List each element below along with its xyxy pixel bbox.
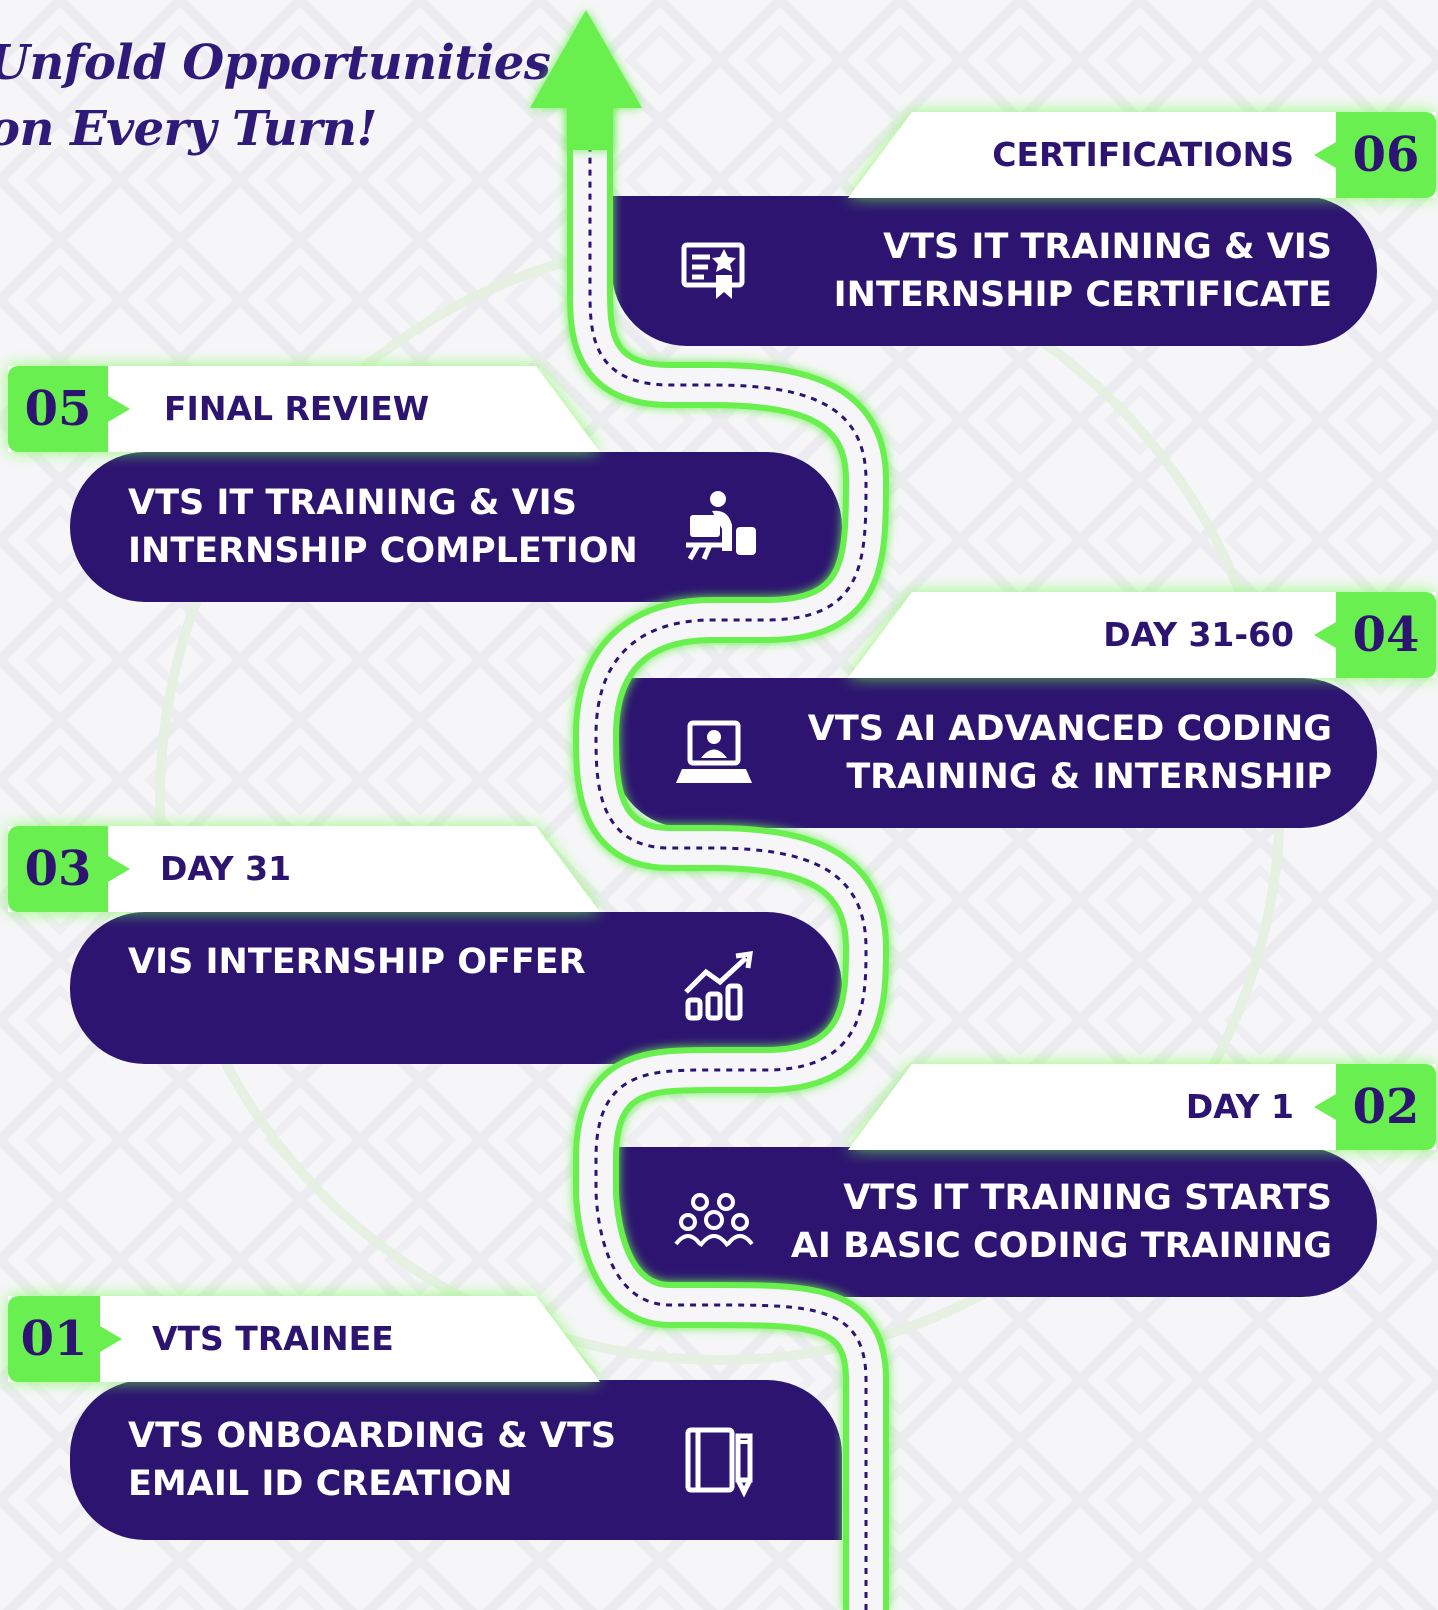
growth-chart-icon	[684, 951, 753, 1021]
step-05-card: VTS IT TRAINING & VIS INTERNSHIP COMPLET…	[70, 452, 842, 602]
review-meeting-icon	[686, 491, 756, 561]
headline: Unfold Opportunities on Every Turn!	[0, 30, 551, 162]
step-02-tab: DAY 1 02	[848, 1064, 1436, 1150]
step-01-number: 01	[8, 1296, 122, 1382]
step-04-tab: DAY 31-60 04	[848, 592, 1436, 678]
step-01-card: VTS ONBOARDING & VTS EMAIL ID CREATION	[70, 1380, 842, 1540]
step-02-card: VTS IT TRAINING STARTS AI BASIC CODING T…	[612, 1147, 1377, 1297]
step-06-card: VTS IT TRAINING & VIS INTERNSHIP CERTIFI…	[612, 196, 1377, 346]
certificate-icon	[681, 242, 745, 299]
step-05-line-1: VTS IT TRAINING & VIS	[128, 483, 577, 523]
step-02-number: 02	[1314, 1064, 1436, 1150]
step-05-number: 05	[8, 366, 130, 452]
arrow-up-icon	[530, 10, 642, 150]
step-01-tab: VTS TRAINEE 01	[8, 1296, 600, 1382]
notebook-pencil-icon	[685, 1427, 753, 1498]
step-06-tab: CERTIFICATIONS 06	[848, 112, 1436, 198]
step-06-number: 06	[1314, 112, 1436, 198]
step-03-text: VIS INTERNSHIP OFFER	[128, 938, 586, 986]
step-02-text: VTS IT TRAINING STARTS AI BASIC CODING T…	[791, 1174, 1332, 1270]
headline-line-2: on Every Turn!	[0, 101, 378, 157]
road-dashed-line	[588, 100, 868, 1610]
step-01-tag: VTS TRAINEE	[8, 1296, 600, 1382]
step-02-line-2: AI BASIC CODING TRAINING	[790, 1226, 1332, 1266]
road-surface	[573, 100, 883, 1610]
step-05-line-2: INTERNSHIP COMPLETION	[128, 531, 638, 571]
step-05-tab: FINAL REVIEW 05	[8, 366, 600, 452]
laptop-user-icon	[676, 720, 752, 783]
step-04-line-1: VTS AI ADVANCED CODING	[807, 709, 1332, 749]
step-06-text: VTS IT TRAINING & VIS INTERNSHIP CERTIFI…	[834, 223, 1332, 319]
step-02-line-1: VTS IT TRAINING STARTS	[843, 1178, 1332, 1218]
step-04-line-2: TRAINING & INTERNSHIP	[846, 757, 1332, 797]
step-06-tag: CERTIFICATIONS	[848, 112, 1436, 198]
step-05-text: VTS IT TRAINING & VIS INTERNSHIP COMPLET…	[128, 479, 638, 575]
step-06-line-2: INTERNSHIP CERTIFICATE	[833, 275, 1332, 315]
step-03-card: VIS INTERNSHIP OFFER	[70, 912, 842, 1064]
step-03-tab: DAY 31 03	[8, 826, 600, 912]
step-03-number: 03	[8, 826, 130, 912]
step-04-card: VTS AI ADVANCED CODING TRAINING & INTERN…	[612, 678, 1377, 828]
team-icon	[674, 1193, 754, 1248]
step-04-text: VTS AI ADVANCED CODING TRAINING & INTERN…	[808, 705, 1332, 801]
step-04-number: 04	[1314, 592, 1436, 678]
step-06-line-1: VTS IT TRAINING & VIS	[883, 227, 1332, 267]
step-01-line-1: VTS ONBOARDING & VTS	[128, 1416, 617, 1456]
step-03-line-1: VIS INTERNSHIP OFFER	[128, 942, 586, 983]
step-01-line-2: EMAIL ID CREATION	[128, 1464, 513, 1504]
headline-line-1: Unfold Opportunities	[0, 35, 551, 91]
step-01-text: VTS ONBOARDING & VTS EMAIL ID CREATION	[128, 1412, 616, 1508]
